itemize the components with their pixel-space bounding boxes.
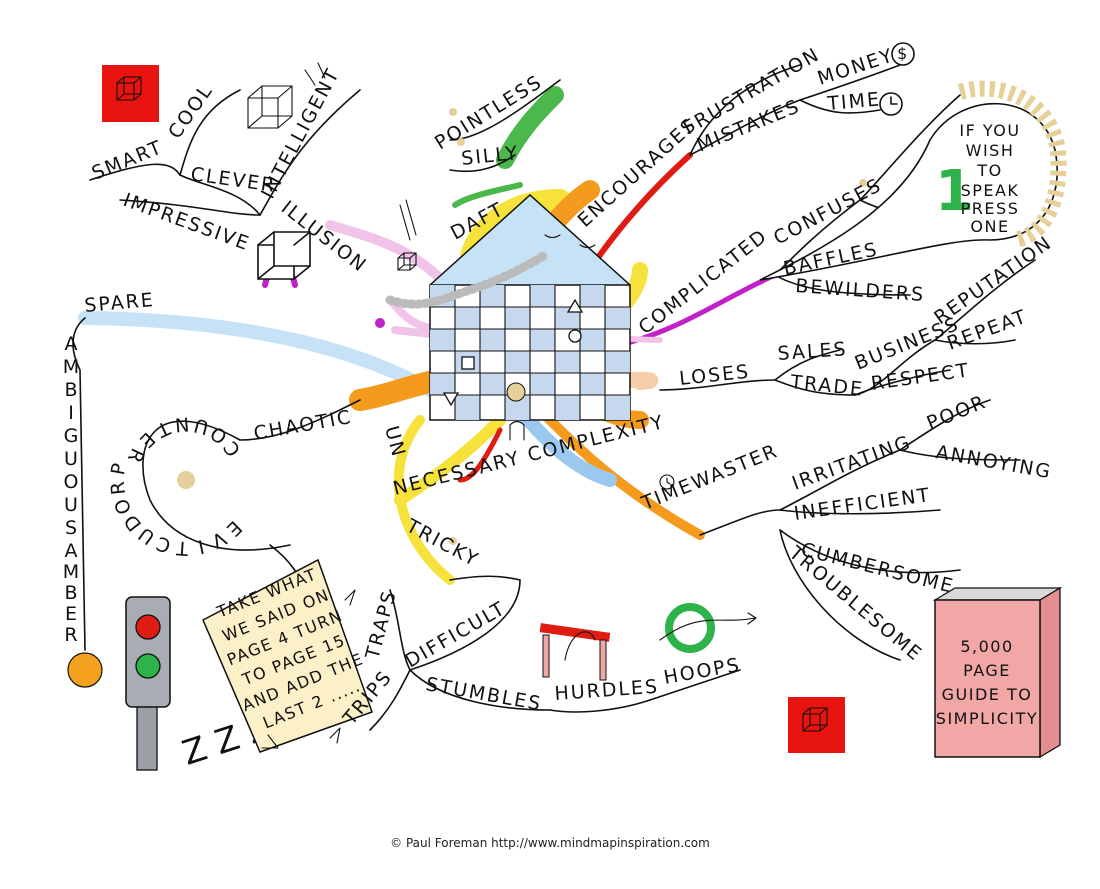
word-irritating: IRRITATING — [789, 431, 914, 495]
word-un: UN — [380, 424, 410, 461]
svg-text:GUIDE TO: GUIDE TO — [942, 685, 1033, 704]
letter: U — [64, 448, 80, 470]
copyright-footer: © Paul Foreman http://www.mindmapinspira… — [390, 836, 710, 850]
bubble-line-2: WISH — [966, 141, 1015, 160]
magenta-dot — [375, 318, 385, 328]
solid-cube-icon — [257, 231, 311, 280]
word-annoying: ANNOYING — [934, 441, 1054, 483]
letter: U — [64, 494, 80, 516]
letter: O — [110, 493, 137, 517]
bubble-line-6: ONE — [970, 217, 1009, 236]
small-cube-icon — [397, 199, 417, 271]
word-hurdles: HURDLES — [554, 676, 660, 705]
word-inefficient: INEFFICIENT — [793, 484, 933, 525]
word-complicated: COMPLICATED — [635, 225, 772, 339]
word-impressive: IMPRESSIVE — [120, 189, 253, 255]
letter: U — [190, 413, 211, 438]
word-intelligent: INTELLIGENT — [257, 64, 344, 202]
letter: A — [65, 333, 80, 355]
word-smart: SMART — [89, 136, 167, 184]
bubble-line-3: TO — [976, 161, 1002, 180]
letter: N — [172, 413, 190, 436]
letter: M — [63, 356, 81, 378]
letter: C — [152, 531, 174, 557]
word-stumbles: STUMBLES — [424, 673, 544, 715]
letter: I — [194, 535, 206, 558]
amber-light-dot — [67, 652, 103, 688]
svg-text:SIMPLICITY: SIMPLICITY — [936, 709, 1038, 728]
phone-speech-bubble: 1 IF YOU WISH TO SPEAK PRESS ONE — [759, 80, 1067, 281]
bubble-line-4: SPEAK — [961, 181, 1020, 200]
word-trade: TRADE — [788, 371, 865, 401]
letter: B — [64, 582, 79, 604]
letter: S — [65, 517, 79, 539]
word-encourages: ENCOURAGES — [574, 114, 702, 232]
letter: E — [65, 603, 79, 625]
svg-text:$: $ — [897, 44, 909, 63]
word-sales: SALES — [777, 338, 848, 365]
hurdle-icon — [539, 623, 611, 681]
word-hoops: HOOPS — [662, 654, 742, 689]
word-money: MONEY — [815, 44, 897, 89]
word-cool: COOL — [164, 80, 217, 143]
letter: O — [64, 471, 81, 493]
press-one-number: 1 — [935, 159, 974, 224]
simplicity-book-icon: 5,000 PAGE GUIDE TO SIMPLICITY — [932, 586, 1063, 759]
gold-dots — [177, 108, 867, 545]
word-spare: SPARE — [84, 289, 156, 317]
letter: M — [63, 561, 81, 583]
word-poor: POOR — [924, 391, 990, 435]
wireframe-cube-icon — [247, 62, 326, 129]
svg-text:PAGE: PAGE — [963, 661, 1011, 680]
letter: P — [107, 460, 131, 477]
letter: G — [64, 425, 81, 447]
word-timewaster: TIMEWASTER — [638, 440, 782, 515]
word-time: TIME — [826, 88, 882, 115]
word-chaotic: CHAOTIC — [252, 406, 354, 445]
svg-text:5,000: 5,000 — [960, 637, 1013, 656]
word-reputation: REPUTATION — [930, 232, 1056, 330]
central-grid-house — [385, 193, 631, 441]
red-cube-square-top-left — [102, 65, 159, 122]
word-loses: LOSES — [678, 361, 751, 390]
traffic-light-icon — [125, 596, 171, 771]
word-traps: TRAPS — [361, 587, 401, 662]
letter: R — [107, 478, 130, 495]
letter: A — [65, 540, 80, 562]
clock-icon — [879, 92, 903, 116]
word-respect: RESPECT — [870, 359, 972, 395]
word-difficult: DIFFICULT — [402, 597, 510, 672]
letter: T — [174, 536, 190, 559]
bubble-line-1: IF YOU — [959, 121, 1020, 140]
letter: B — [64, 379, 79, 401]
word-bewilders: BEWILDERS — [795, 275, 926, 306]
money-icon: $ — [891, 42, 915, 66]
stopwatch-icon — [659, 474, 675, 490]
bubble-line-5: PRESS — [961, 199, 1020, 218]
letter: I — [68, 402, 76, 424]
letter: R — [64, 624, 79, 646]
red-cube-square-bottom — [788, 697, 845, 753]
hoop-icon — [659, 603, 757, 653]
